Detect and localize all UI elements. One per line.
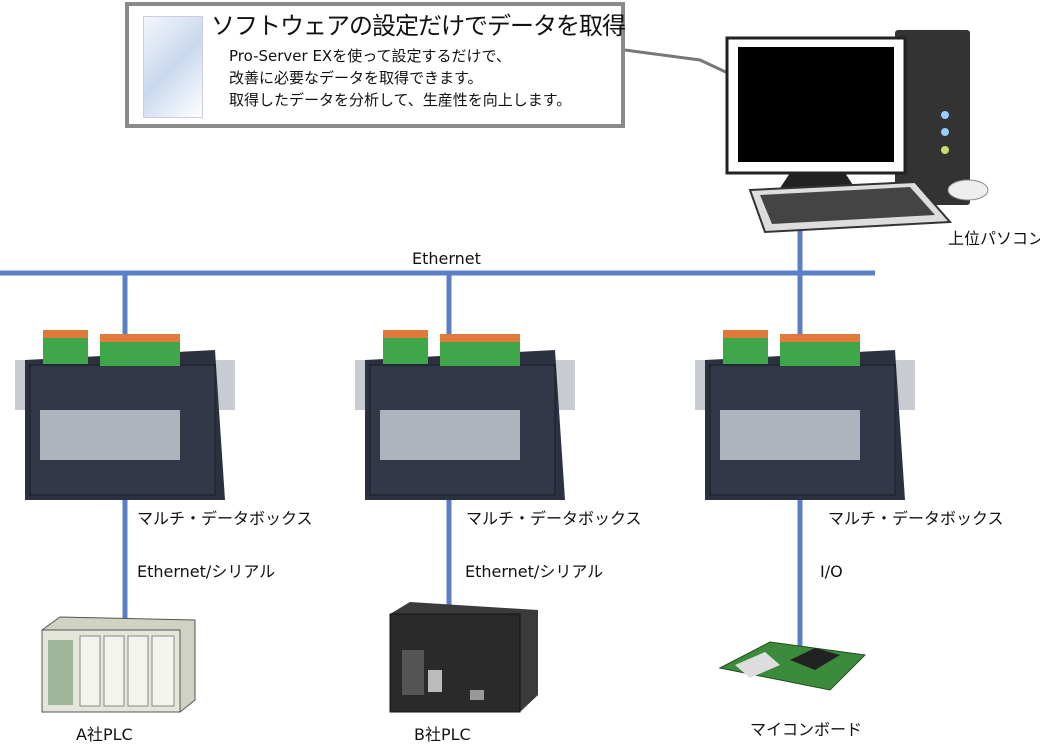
multi-data-box-icon [355, 330, 575, 500]
callout-line: 改善に必要なデータを取得できます。 [229, 69, 483, 87]
callout-title: ソフトウェアの設定だけでデータを取得 [211, 12, 626, 40]
callout-line: 取得したデータを分析して、生産性を向上します。 [229, 91, 572, 109]
link-label: I/O [820, 562, 843, 581]
target-label: マイコンボード [750, 720, 863, 739]
multi-data-box-icon [695, 330, 915, 500]
multi-data-box-icon [15, 330, 235, 500]
link-label: Ethernet/シリアル [137, 562, 276, 581]
link-label: Ethernet/シリアル [465, 562, 604, 581]
target-label: B社PLC [414, 725, 471, 744]
ethernet-label: Ethernet [412, 249, 481, 268]
target-label: A社PLC [76, 725, 133, 744]
device-label: マルチ・データボックス [828, 509, 1004, 528]
device-label: マルチ・データボックス [137, 509, 313, 528]
plc-b-icon [389, 602, 538, 713]
callout-box: ソフトウェアの設定だけでデータを取得 Pro-Server EXを使って設定する… [125, 2, 626, 128]
product-package-image [143, 16, 203, 118]
callout-line: Pro-Server EXを使って設定するだけで、 [229, 47, 511, 65]
plc-a-icon [41, 616, 196, 713]
pc-icon [725, 30, 989, 234]
microcontroller-board-icon [718, 641, 867, 691]
device-label: マルチ・データボックス [466, 509, 642, 528]
pc-label: 上位パソコン [948, 229, 1040, 248]
